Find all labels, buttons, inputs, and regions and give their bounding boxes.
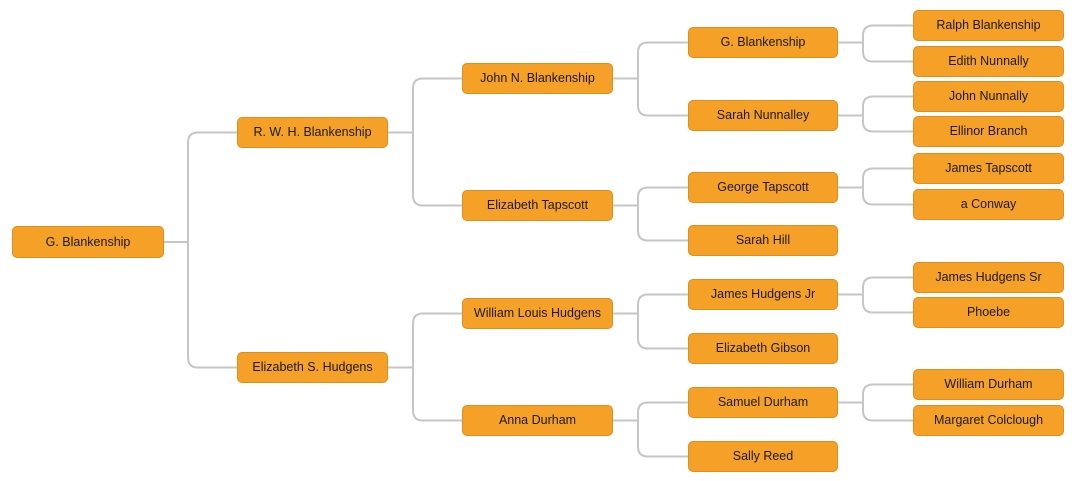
person-node-george-tapscott[interactable]: George Tapscott (688, 172, 838, 203)
person-node-sally-reed[interactable]: Sally Reed (688, 441, 838, 472)
person-node-william-durham[interactable]: William Durham (913, 369, 1064, 400)
connector-john-n-blankenship-parents (613, 41, 688, 117)
connector-g-blankenship-root-parents (164, 131, 237, 369)
person-node-margaret-colclough[interactable]: Margaret Colclough (913, 405, 1064, 436)
person-node-g-blankenship-root[interactable]: G. Blankenship (12, 226, 164, 258)
person-node-sarah-nunnalley[interactable]: Sarah Nunnalley (688, 100, 838, 131)
connector-elizabeth-s-hudgens-parents (388, 312, 462, 422)
person-node-sarah-hill[interactable]: Sarah Hill (688, 225, 838, 256)
person-node-james-hudgens-jr[interactable]: James Hudgens Jr (688, 279, 838, 310)
person-node-phoebe[interactable]: Phoebe (913, 297, 1064, 328)
person-node-william-louis-hudgens[interactable]: William Louis Hudgens (462, 298, 613, 329)
person-node-rwh-blankenship[interactable]: R. W. H. Blankenship (237, 117, 388, 148)
connector-anna-durham-parents (613, 401, 688, 458)
person-node-anna-durham[interactable]: Anna Durham (462, 405, 613, 436)
connector-samuel-durham-parents (838, 383, 913, 422)
connector-george-tapscott-parents (838, 167, 913, 206)
person-node-james-tapscott[interactable]: James Tapscott (913, 153, 1064, 184)
person-node-ralph-blankenship[interactable]: Ralph Blankenship (913, 10, 1064, 41)
person-node-john-nunnally[interactable]: John Nunnally (913, 81, 1064, 112)
person-node-john-n-blankenship[interactable]: John N. Blankenship (462, 63, 613, 94)
connector-william-louis-hudgens-parents (613, 293, 688, 350)
person-node-edith-nunnally[interactable]: Edith Nunnally (913, 46, 1064, 77)
person-node-elizabeth-s-hudgens[interactable]: Elizabeth S. Hudgens (237, 352, 388, 383)
person-node-james-hudgens-sr[interactable]: James Hudgens Sr (913, 262, 1064, 293)
connector-rwh-blankenship-parents (388, 77, 462, 207)
person-node-elizabeth-gibson[interactable]: Elizabeth Gibson (688, 333, 838, 364)
person-node-samuel-durham[interactable]: Samuel Durham (688, 387, 838, 418)
connector-sarah-nunnalley-parents (838, 95, 913, 133)
person-node-a-conway[interactable]: a Conway (913, 189, 1064, 220)
connector-james-hudgens-jr-parents (838, 276, 913, 314)
person-node-g-blankenship-2[interactable]: G. Blankenship (688, 27, 838, 58)
connector-elizabeth-tapscott-parents (613, 186, 688, 242)
person-node-elizabeth-tapscott[interactable]: Elizabeth Tapscott (462, 190, 613, 221)
person-node-ellinor-branch[interactable]: Ellinor Branch (913, 116, 1064, 147)
connector-g-blankenship-2-parents (838, 24, 913, 63)
